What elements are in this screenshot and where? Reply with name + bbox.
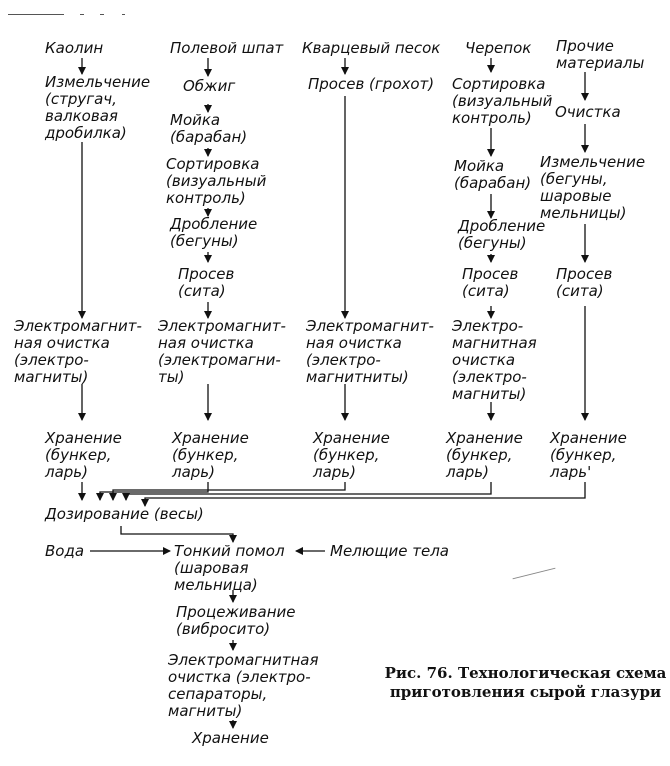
storage-1-node: Хранение (бункер, ларь) [45, 429, 122, 481]
other-materials-node: Прочие материалы [556, 37, 645, 72]
feldspar-firing-node: Обжиг [183, 77, 236, 95]
arrow-storage4-dosing [122, 482, 492, 501]
cullet-magnetic-node: Электро- магнитная очистка (электро- маг… [452, 317, 537, 403]
feldspar-sorting-node: Сортировка (визуальный контроль) [166, 155, 267, 207]
scan-mark [80, 14, 84, 15]
scan-mark [122, 14, 125, 15]
final-magnetic-node: Электромагнитная очистка (электро- сепар… [168, 651, 319, 720]
cullet-washing-node: Мойка (барабан) [454, 157, 532, 192]
final-storage-node: Хранение [192, 729, 269, 747]
cullet-sieving-node: Просев (сита) [462, 265, 519, 300]
scan-mark [8, 14, 64, 15]
arrow-storage2-dosing [96, 482, 209, 501]
kaolin-node: Каолин [45, 39, 104, 57]
arrow-storage3-dosing [109, 482, 346, 501]
cullet-sorting-node: Сортировка (визуальный контроль) [452, 75, 553, 127]
kaolin-magnetic-node: Электромагнит- ная очистка (электро- маг… [14, 317, 142, 386]
quartz-sand-node: Кварцевый песок [302, 39, 441, 57]
dosing-node: Дозирование (весы) [45, 505, 204, 523]
feldspar-sieving-node: Просев (сита) [178, 265, 235, 300]
storage-3-node: Хранение (бункер, ларь) [313, 429, 390, 481]
storage-4-node: Хранение (бункер, ларь) [446, 429, 523, 481]
storage-5-node: Хранение (бункер, ларь' [550, 429, 627, 481]
other-sieving-node: Просев (сита) [556, 265, 613, 300]
kaolin-grinding-node: Измельчение (стругач, валковая дробилка) [45, 73, 151, 142]
feldspar-crushing-node: Дробление (бегуны) [170, 215, 258, 250]
feldspar-washing-node: Мойка (барабан) [170, 111, 248, 146]
straining-node: Процеживание (вибросито) [176, 603, 296, 638]
arrow-storage5-dosing [141, 482, 586, 507]
scan-mark [100, 14, 104, 15]
feldspar-node: Полевой шпат [170, 39, 284, 57]
storage-2-node: Хранение (бункер, ларь) [172, 429, 249, 481]
grinding-media-node: Мелющие тела [330, 542, 450, 560]
other-cleaning-node: Очистка [555, 103, 621, 121]
cullet-node: Черепок [465, 39, 532, 57]
arrow-dosing-milling [120, 526, 237, 543]
fine-milling-node: Тонкий помол (шаровая мельница) [174, 542, 285, 594]
cullet-crushing-node: Дробление (бегуны) [458, 217, 546, 252]
sand-sieving-node: Просев (грохот) [308, 75, 435, 93]
water-node: Вода [45, 542, 85, 560]
sand-magnetic-node: Электромагнит- ная очистка (электро- маг… [306, 317, 434, 386]
other-grinding-node: Измельчение (бегуны, шаровые мельницы) [540, 153, 646, 222]
figure-caption: Рис. 76. Технологическая схема приготовл… [384, 664, 667, 701]
feldspar-magnetic-node: Электромагнит- ная очистка (электромагни… [158, 317, 286, 386]
